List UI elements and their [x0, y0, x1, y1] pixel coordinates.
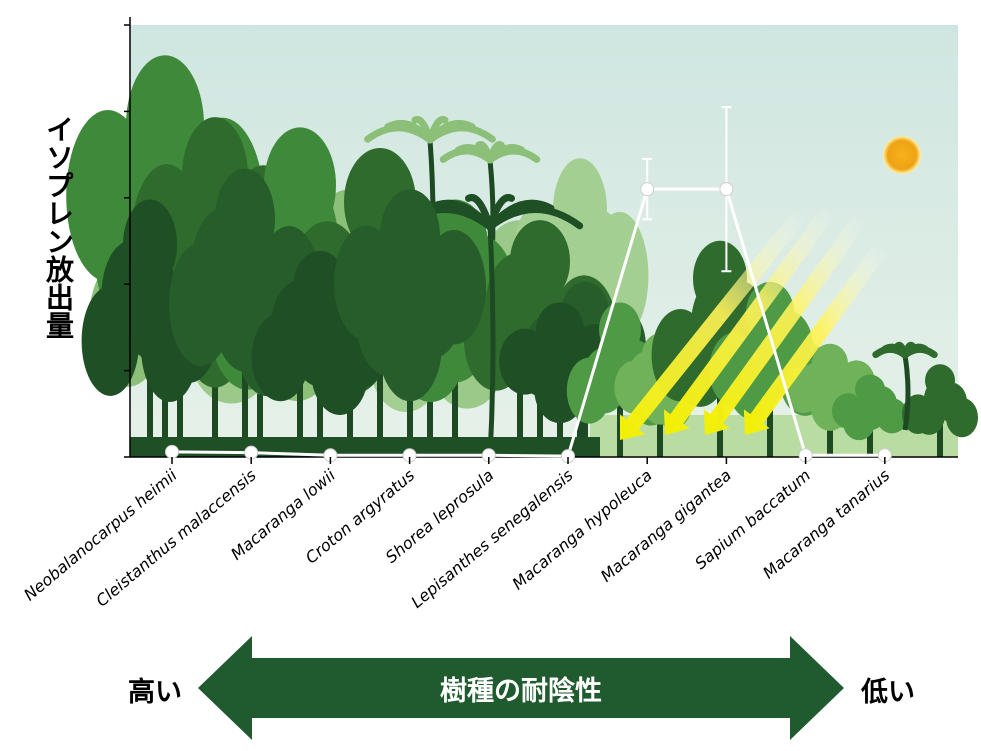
tree-shape [832, 374, 908, 457]
sunlight-arrow-shape [663, 205, 837, 435]
tree-trunk [452, 319, 458, 457]
data-point [640, 182, 655, 197]
tolerance-label: 樹種の耐陰性 [440, 675, 602, 707]
tree-canopy [380, 189, 440, 283]
sunlight-arrows [620, 205, 887, 440]
tree-canopy [293, 251, 347, 323]
tree-canopy [510, 220, 570, 303]
shade-tolerance-arrow: 樹種の耐陰性 高い 低い [128, 636, 915, 740]
double-arrow-shape [198, 636, 844, 740]
tolerance-high-label: 高い [128, 676, 182, 708]
palm-frond [486, 147, 541, 164]
palm-frond [901, 345, 938, 359]
tree-canopy [812, 343, 848, 384]
x-tick-label: Macaranga tanarius [759, 466, 893, 583]
forest-near-layer [81, 168, 621, 457]
data-point [719, 182, 734, 197]
palm-trunk [902, 354, 911, 431]
sunlight-arrow-shape [743, 245, 887, 435]
x-tick-label: Cleistanthus malaccensis [92, 466, 260, 611]
sunlight-arrow-shape [620, 210, 807, 440]
tree-canopy [536, 302, 584, 357]
series-line [171, 187, 885, 458]
palm-frond [426, 124, 496, 144]
y-axis-label: イソプレン放出量 [42, 115, 75, 339]
sunlight-arrow-shape [703, 215, 867, 435]
tree-trunk [937, 407, 943, 457]
tree-trunk [147, 319, 153, 457]
x-tick-label: Lepisanthes senegalensis [407, 466, 576, 612]
tree-shape [902, 364, 978, 457]
palm-trunk [487, 226, 496, 458]
x-tick-label: Macaranga hypoleuca [508, 466, 655, 594]
tree-trunk [242, 303, 248, 457]
x-tick-label: Macaranga gigantea [597, 466, 735, 586]
series-layer [165, 106, 892, 464]
sunlight-arrow [620, 210, 807, 440]
palm-frond [486, 206, 584, 231]
tree-canopy [422, 230, 486, 345]
sunlight-arrow [703, 215, 867, 435]
tree-canopy [553, 158, 607, 263]
tree-canopy [946, 397, 978, 438]
sunlight-arrow [663, 205, 837, 435]
tree-canopy [855, 374, 885, 404]
tree-canopy [925, 364, 955, 397]
sunlight-arrow [743, 245, 887, 435]
tree-canopy [215, 168, 275, 270]
tree-canopy [123, 199, 177, 290]
tolerance-low-label: 低い [860, 677, 915, 708]
palm-shape [872, 341, 938, 431]
tree-canopy [264, 127, 336, 243]
x-tick-label: Neobalanocarpus heimii [20, 465, 181, 604]
tree-canopy [876, 398, 908, 434]
tree-shape [334, 189, 486, 457]
sun-icon [883, 136, 921, 174]
data-point [165, 444, 179, 459]
